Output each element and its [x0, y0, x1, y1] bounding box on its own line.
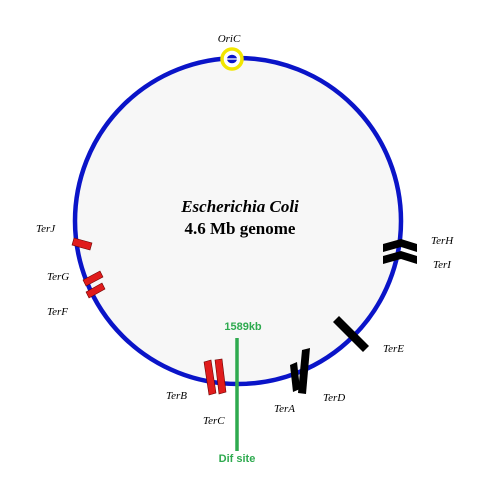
- terd-site: [298, 348, 310, 394]
- tere-site: [333, 316, 369, 352]
- terc-site: [214, 358, 227, 395]
- terb-label: TerB: [166, 390, 187, 402]
- terf-label: TerF: [47, 306, 68, 318]
- tera-site: [290, 362, 300, 392]
- terd-label: TerD: [323, 392, 345, 404]
- terf-site: [85, 282, 106, 299]
- teri-label: TerI: [433, 259, 452, 271]
- tera-label: TerA: [274, 403, 295, 415]
- dif-position-label: 1589kb: [224, 321, 262, 333]
- terg-label: TerG: [47, 271, 69, 283]
- organism-name: Escherichia Coli: [180, 197, 299, 216]
- terj-site: [71, 237, 93, 251]
- teri-site: [383, 251, 417, 264]
- terc-label: TerC: [203, 415, 225, 427]
- tere-label: TerE: [383, 343, 404, 355]
- dif-site-label: Dif site: [219, 453, 256, 465]
- terg-site: [82, 270, 104, 287]
- oric-label: OriC: [218, 33, 241, 45]
- terh-label: TerH: [431, 235, 454, 247]
- genome-size: 4.6 Mb genome: [185, 219, 296, 238]
- terj-label: TerJ: [36, 223, 56, 235]
- terh-site: [383, 239, 417, 252]
- oric-marker: [220, 47, 244, 71]
- terb-site: [203, 359, 217, 396]
